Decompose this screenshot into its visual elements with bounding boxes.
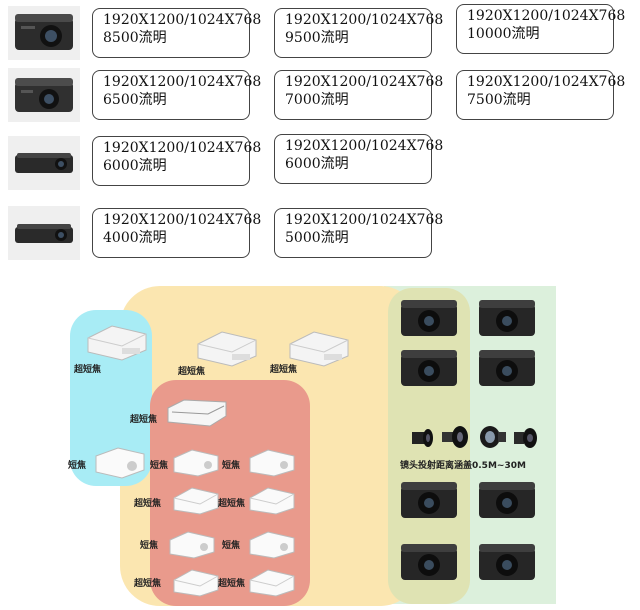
- brightness-text: 8500流明: [103, 30, 167, 46]
- spec-card: 1920X1200/1024X768 10000流明: [456, 4, 626, 54]
- ultra-short-throw-label: 超短焦: [130, 415, 158, 425]
- brightness-text: 4000流明: [103, 230, 167, 246]
- resolution-text: 1920X1200/1024X768: [467, 74, 626, 90]
- ultra-short-throw-projector-icon: [284, 326, 352, 370]
- brightness-text: 7000流明: [285, 92, 349, 108]
- large-venue-projector-icon: [476, 478, 538, 524]
- large-venue-projector-icon: [398, 540, 460, 586]
- brightness-text: 5000流明: [285, 230, 349, 246]
- resolution-text: 1920X1200/1024X768: [285, 138, 444, 154]
- resolution-text: 1920X1200/1024X768: [103, 212, 262, 228]
- short-throw-projector-icon: [92, 442, 148, 482]
- ultra-short-throw-projector-icon: [170, 484, 222, 518]
- ultra-short-throw-projector-icon: [82, 320, 150, 364]
- short-throw-projector-icon: [166, 528, 218, 562]
- lens-icon: [408, 426, 436, 450]
- ultra-short-throw-projector-icon: [170, 566, 222, 600]
- short-throw-label: 短焦: [222, 541, 241, 551]
- ultra-short-throw-label: 超短焦: [74, 365, 102, 375]
- short-throw-label: 短焦: [150, 461, 169, 471]
- spec-card: 1920X1200/1024X768 8500流明: [92, 8, 262, 58]
- ultra-short-throw-label: 超短焦: [218, 499, 246, 509]
- short-throw-label: 短焦: [140, 541, 159, 551]
- resolution-text: 1920X1200/1024X768: [103, 140, 262, 156]
- brightness-text: 10000流明: [467, 26, 540, 42]
- resolution-text: 1920X1200/1024X768: [467, 8, 626, 24]
- brightness-text: 6000流明: [103, 158, 167, 174]
- spec-card: 1920X1200/1024X768 6000流明: [274, 134, 444, 184]
- spec-card: 1920X1200/1024X768 7000流明: [274, 70, 444, 120]
- large-venue-projector-icon: [398, 478, 460, 524]
- large-venue-projector-icon: [476, 296, 538, 342]
- large-venue-projector-icon: [476, 540, 538, 586]
- short-throw-label: 短焦: [68, 461, 87, 471]
- resolution-text: 1920X1200/1024X768: [285, 12, 444, 28]
- projector-thumbnail-slim: [8, 136, 80, 190]
- projector-thumbnail-large: [8, 6, 80, 60]
- projector-thumbnail-large: [8, 68, 80, 122]
- ultra-short-throw-label: 超短焦: [134, 579, 162, 589]
- spec-card: 1920X1200/1024X768 6000流明: [92, 136, 262, 186]
- spec-card: 1920X1200/1024X768 5000流明: [274, 208, 444, 258]
- brightness-text: 9500流明: [285, 30, 349, 46]
- spec-card: 1920X1200/1024X768 4000流明: [92, 208, 262, 258]
- resolution-text: 1920X1200/1024X768: [103, 12, 262, 28]
- ultra-short-throw-label: 超短焦: [270, 365, 298, 375]
- short-throw-label: 短焦: [222, 461, 241, 471]
- large-venue-projector-icon: [398, 346, 460, 392]
- projector-thumbnail-slim: [8, 206, 80, 260]
- ultra-short-throw-flat-projector-icon: [164, 396, 230, 430]
- lens-icon: [512, 426, 540, 450]
- short-throw-projector-icon: [246, 528, 298, 562]
- short-throw-projector-icon: [170, 446, 222, 480]
- brightness-text: 6500流明: [103, 92, 167, 108]
- large-venue-projector-icon: [476, 346, 538, 392]
- lens-icon: [440, 424, 470, 450]
- ultra-short-throw-projector-icon: [192, 326, 260, 370]
- ultra-short-throw-projector-icon: [246, 484, 298, 518]
- lens-icon: [478, 424, 508, 450]
- ultra-short-throw-label: 超短焦: [134, 499, 162, 509]
- spec-card: 1920X1200/1024X768 7500流明: [456, 70, 626, 120]
- brightness-text: 6000流明: [285, 156, 349, 172]
- spec-card: 1920X1200/1024X768 6500流明: [92, 70, 262, 120]
- large-venue-projector-icon: [398, 296, 460, 342]
- brightness-text: 7500流明: [467, 92, 531, 108]
- lens-range-caption: 镜头投射距离涵盖0.5M~30M: [400, 461, 526, 471]
- ultra-short-throw-projector-icon: [246, 566, 298, 600]
- ultra-short-throw-label: 超短焦: [178, 367, 206, 377]
- resolution-text: 1920X1200/1024X768: [285, 212, 444, 228]
- ultra-short-throw-label: 超短焦: [218, 579, 246, 589]
- short-throw-projector-icon: [246, 446, 298, 480]
- spec-card: 1920X1200/1024X768 9500流明: [274, 8, 444, 58]
- resolution-text: 1920X1200/1024X768: [103, 74, 262, 90]
- resolution-text: 1920X1200/1024X768: [285, 74, 444, 90]
